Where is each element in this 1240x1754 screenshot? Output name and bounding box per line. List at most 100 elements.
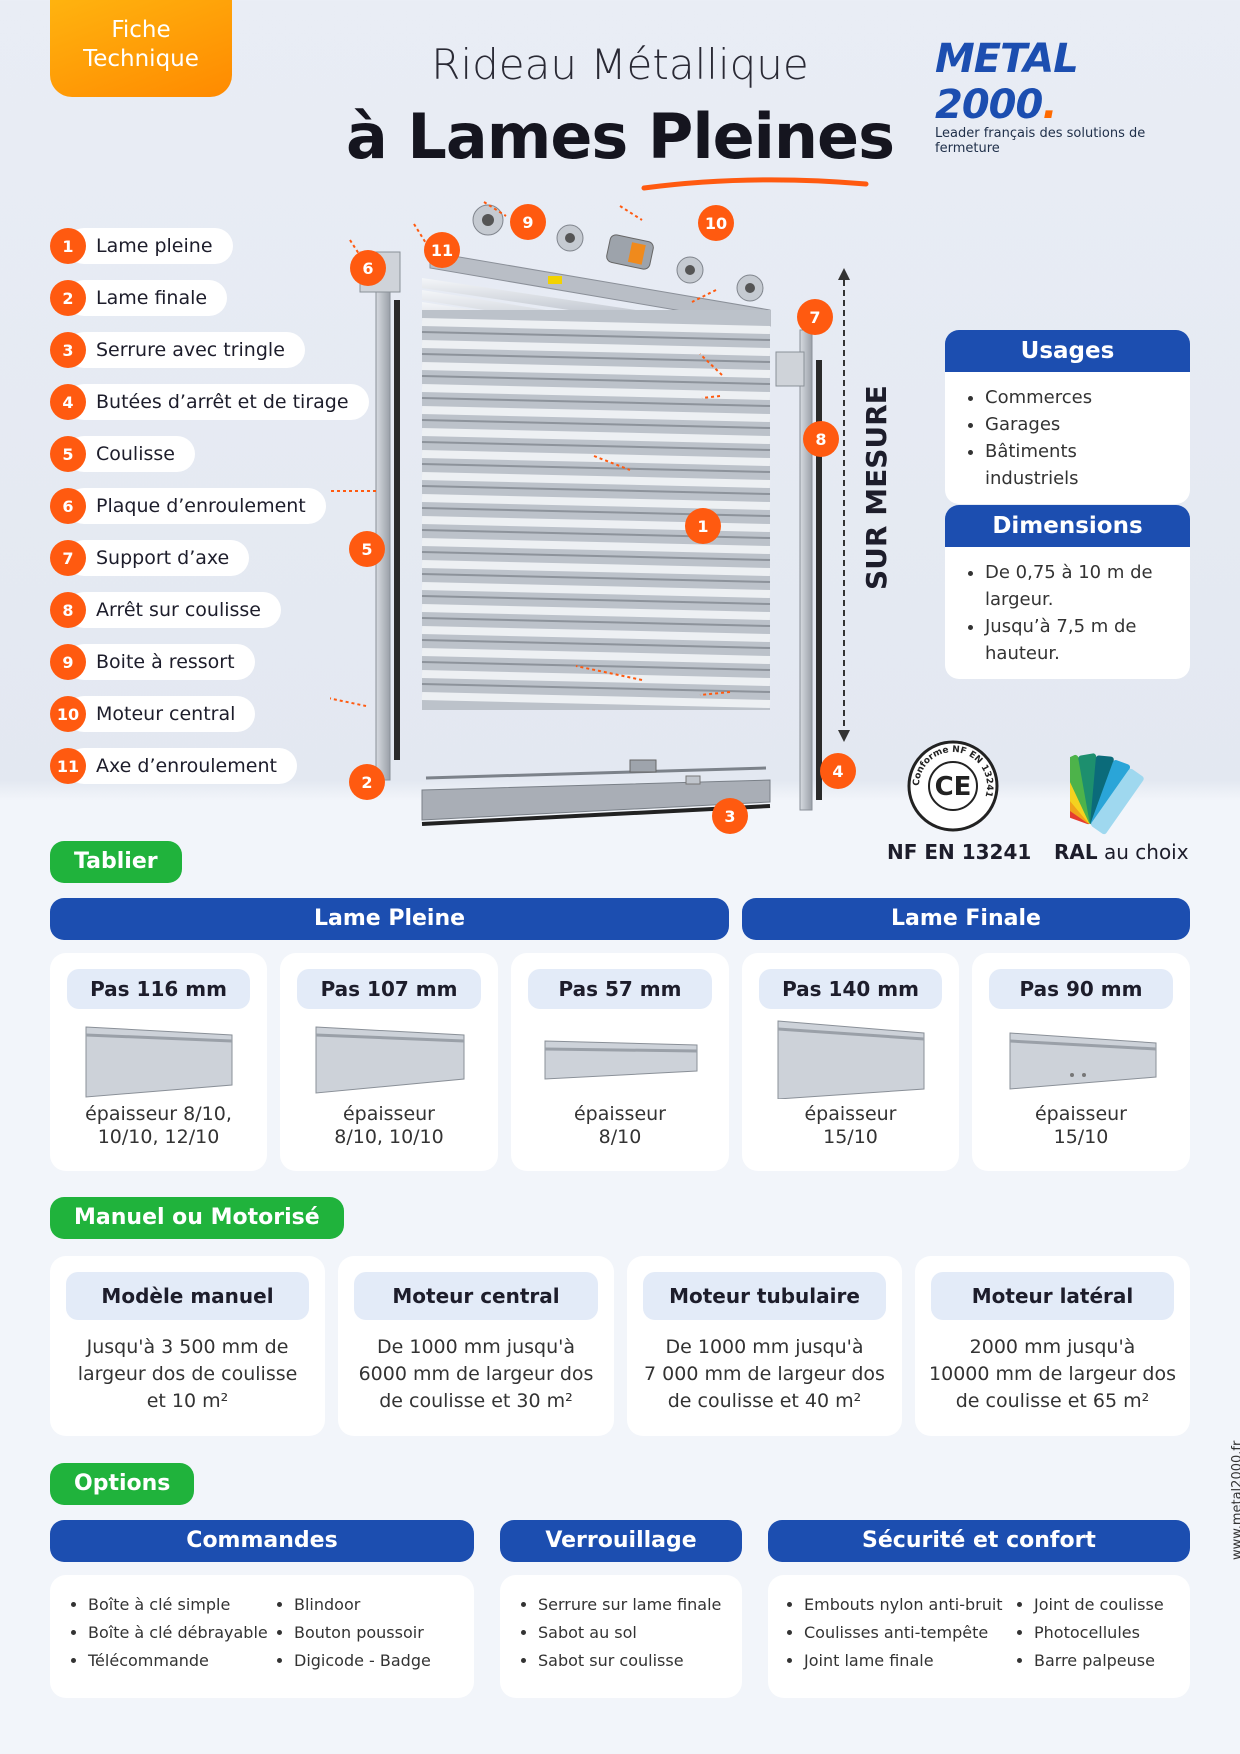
legend-number: 10 [50,696,86,732]
callout-9: 9 [510,204,546,240]
left-rail-seal [394,300,400,760]
callout-7: 7 [797,299,833,335]
stop-buttress [685,775,701,785]
dimensions-title: Dimensions [945,505,1190,547]
thickness-line: épaisseur 8/10, [85,1103,232,1125]
legend-label: Lame pleine [66,228,233,264]
legend-label: Plaque d’enroulement [66,488,326,524]
callout-8: 8 [803,421,839,457]
option-item: Boîte à clé débrayable [88,1619,268,1647]
motor-line: De 1000 mm jusqu'à [377,1336,575,1358]
slat-image [315,1026,465,1094]
verrouillage-list: Serrure sur lame finale Sabot au sol Sab… [520,1591,721,1675]
thickness-line: épaisseur [804,1103,897,1125]
slat-image [544,1040,698,1080]
thickness-line: épaisseur [1034,1103,1127,1125]
commandes-card: Boîte à clé simple Boîte à clé débrayabl… [50,1575,474,1698]
slat-pitch: Pas 90 mm [989,969,1173,1009]
option-item: Blindoor [294,1591,431,1619]
ce-mark: CE [935,772,972,802]
motor-line: largeur dos de coulisse [77,1363,298,1385]
right-axis-support [775,351,805,387]
section-tablier: Tablier [50,841,182,883]
motor-line: 7 000 mm de largeur dos [644,1363,885,1385]
lock [629,759,657,773]
callout-6: 6 [350,250,386,286]
option-item: Barre palpeuse [1034,1647,1164,1675]
usage-item: Garages [985,411,1172,438]
motor-line: de coulisse et 40 m² [667,1390,862,1412]
section-motorisation: Manuel ou Motorisé [50,1197,344,1239]
option-item: Digicode - Badge [294,1647,431,1675]
lock-rod [425,766,767,780]
motor-description: De 1000 mm jusqu'à 6000 mm de largeur dos… [338,1334,614,1415]
dimensions-card: Dimensions De 0,75 à 10 m de largeur. Ju… [945,505,1190,679]
legend-number: 2 [50,280,86,316]
option-item: Sabot au sol [538,1619,721,1647]
badge-line2: Technique [83,46,199,72]
left-guide-rail [375,259,391,781]
option-item: Bouton poussoir [294,1619,431,1647]
ce-certification-seal: Conforme NF EN 13241 CE [907,740,999,832]
shutter-exploded-diagram [330,201,850,826]
dimension-item: Jusqu’à 7,5 m de hauteur. [985,613,1172,667]
slat-pitch: Pas 107 mm [297,969,481,1009]
option-item: Joint de coulisse [1034,1591,1164,1619]
legend-label: Arrêt sur coulisse [66,592,281,628]
usages-card: Usages Commerces Garages Bâtiments indus… [945,330,1190,504]
motor-line: 6000 mm de largeur dos [358,1363,594,1385]
securite-header: Sécurité et confort [768,1520,1190,1562]
title-underline [641,177,869,191]
motor-title: Moteur tubulaire [643,1272,886,1320]
right-rail-seal [816,360,822,800]
commandes-list-1: Boîte à clé simple Boîte à clé débrayabl… [70,1591,268,1675]
ral-rest: au choix [1097,840,1189,864]
axis-marker [548,276,562,284]
motor-line: de coulisse et 65 m² [955,1390,1150,1412]
ral-bold: RAL [1054,840,1098,864]
legend-number: 9 [50,644,86,680]
dimension-item: De 0,75 à 10 m de largeur. [985,559,1172,613]
option-item: Boîte à clé simple [88,1591,268,1619]
right-guide-rail [799,329,813,811]
callout-11: 11 [424,232,460,268]
usages-body: Commerces Garages Bâtiments industriels [945,372,1190,504]
legend-number: 11 [50,748,86,784]
legend-number: 1 [50,228,86,264]
legend-number: 7 [50,540,86,576]
fiche-technique-badge: Fiche Technique [50,0,232,97]
motor-line: et 10 m² [146,1390,229,1412]
slat-image [1009,1032,1157,1090]
height-dimension-arrow [838,268,850,742]
logo-dot: . [1042,82,1057,128]
slat-thickness: épaisseur 8/10,10/10, 12/10 [50,1103,267,1149]
central-motor [606,234,654,270]
motor-title: Moteur latéral [931,1272,1174,1320]
norm-label: NF EN 13241 [887,840,1032,864]
legend-number: 8 [50,592,86,628]
usages-title: Usages [945,330,1190,372]
website-url[interactable]: www.metal2000.fr [1230,1440,1240,1560]
thickness-line: 8/10 [598,1126,642,1148]
option-item: Photocellules [1034,1619,1164,1647]
badge-line1: Fiche [111,17,171,43]
motor-line: de coulisse et 30 m² [379,1390,573,1412]
callout-1: 1 [685,508,721,544]
legend-number: 5 [50,436,86,472]
